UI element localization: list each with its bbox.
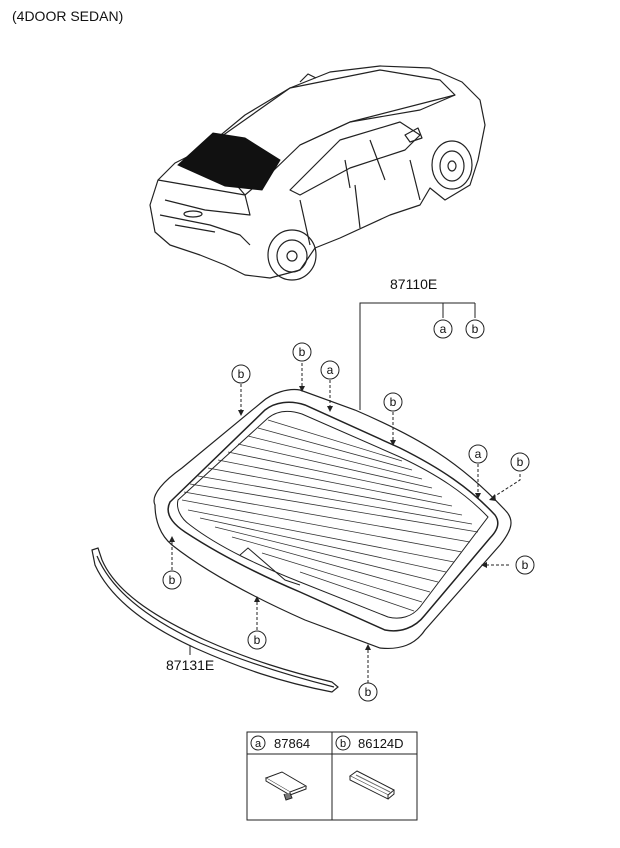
car-illustration [149,65,486,281]
rear-glass-assembly [153,388,512,650]
callout-a-87110e: a [440,322,447,336]
legend-a-letter: a [255,738,262,750]
rear-window-highlight [177,132,281,191]
callout-b-87110e: b [472,322,479,336]
callout-b-bottom: b [254,633,261,647]
legend-b-letter: b [340,738,346,750]
callout-b-top-right: b [390,395,397,409]
callout-a-top: a [327,363,334,377]
clip-a-sketch [264,771,308,801]
callout-leaders [171,332,521,683]
callout-a-right: a [475,447,482,461]
diagram-title: (4DOOR SEDAN) [12,8,124,24]
callout-arrowheads [169,386,496,650]
defroster-lines [181,419,479,612]
callout-b-bottom-right: b [365,685,372,699]
part-label-87110e: 87110E [390,276,437,292]
leader-87110e [359,302,476,410]
callout-letters: a b b b a b a b b b b b [169,322,529,699]
callout-circles [162,319,535,702]
callout-b-top-left: b [238,367,245,381]
legend-a-part: 87864 [274,736,310,751]
callout-b-right: b [517,455,524,469]
part-label-87131e: 87131E [166,657,214,673]
callout-b-left: b [169,573,176,587]
tape-b-sketch [349,770,395,800]
callout-b-top: b [299,345,306,359]
molding-strip [91,547,339,693]
legend-b-part: 86124D [358,736,404,751]
callout-b-lower-right: b [522,558,529,572]
legend-table: a 87864 b 86124D [246,731,418,821]
